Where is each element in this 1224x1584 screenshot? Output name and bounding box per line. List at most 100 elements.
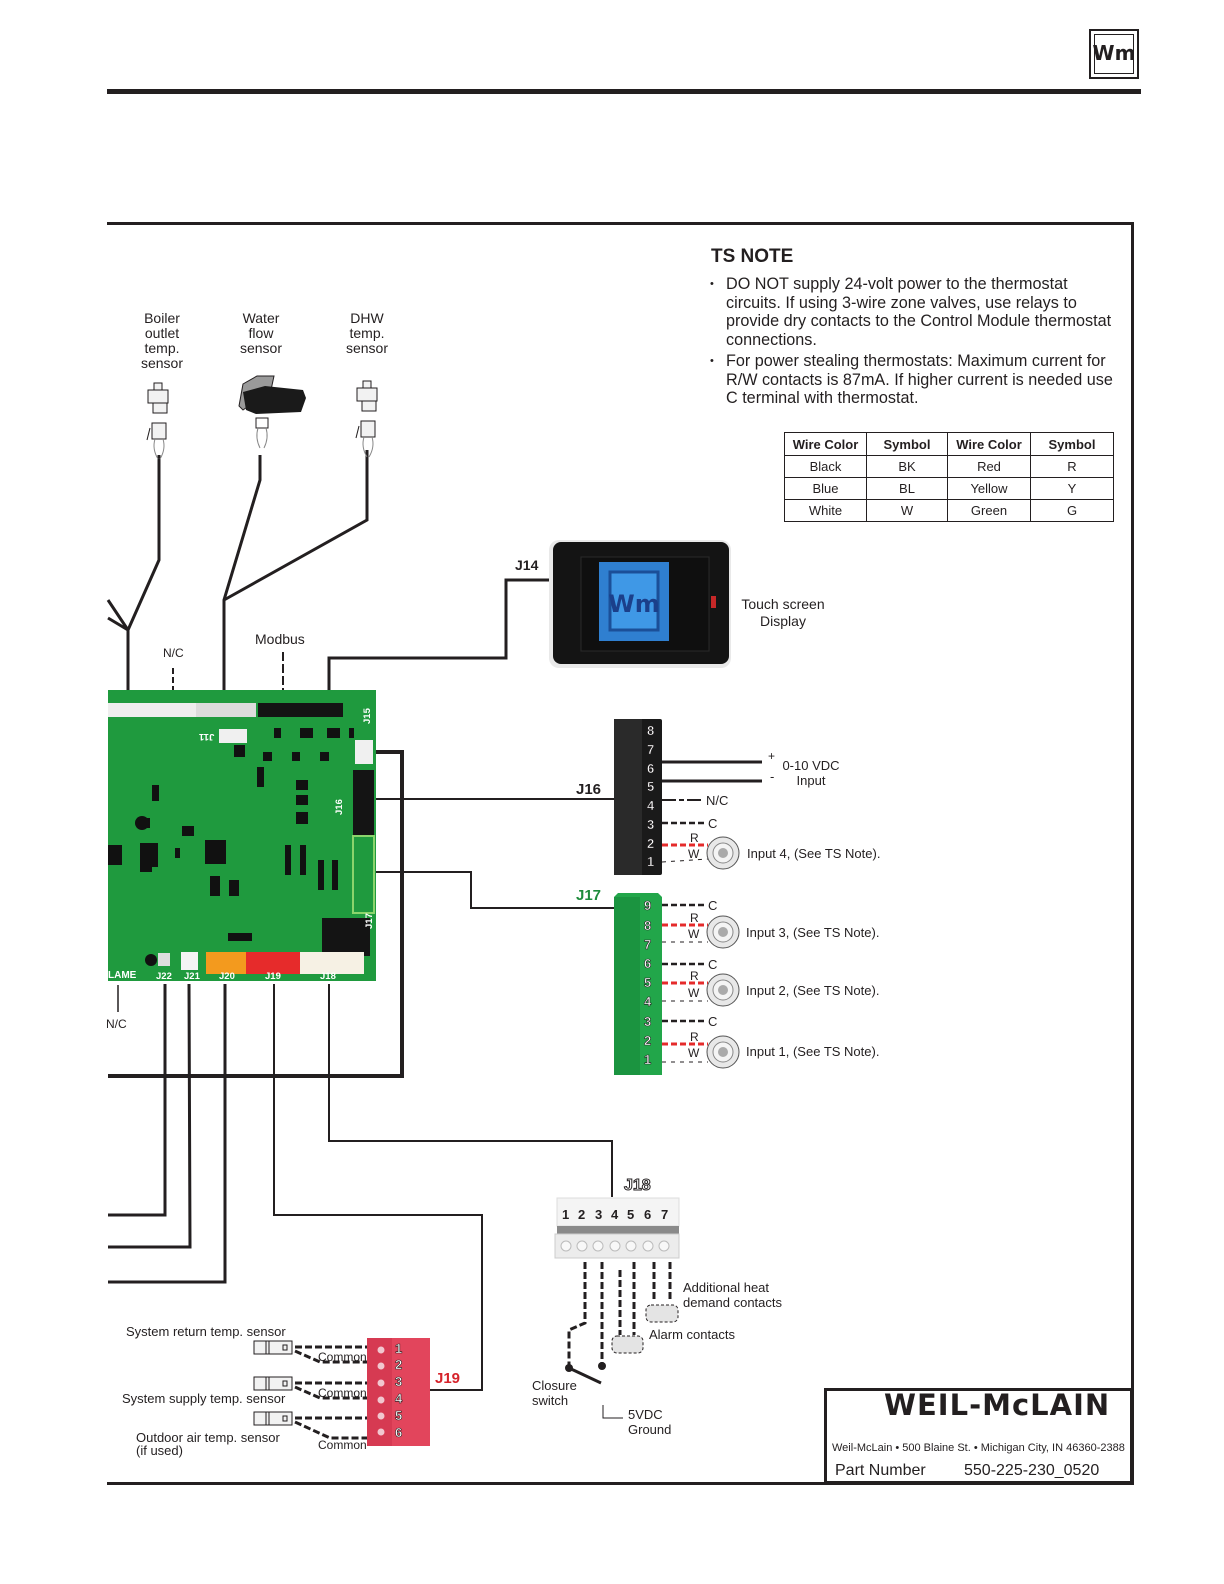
common-label: Common — [318, 1386, 367, 1400]
dhw-sensor-label: DHW temp. sensor — [335, 311, 399, 356]
thermostat-2-icon — [706, 973, 740, 1007]
pcb-label-j11: J11 — [199, 731, 215, 742]
table-row: Black BK Red R — [784, 455, 1114, 478]
j18-label: J18 — [624, 1177, 652, 1195]
ts-note-title: TS NOTE — [711, 246, 794, 267]
label-line: switch — [532, 1393, 569, 1408]
label-line: flow — [248, 325, 274, 341]
j16-w-label: W — [688, 847, 700, 861]
title-block — [824, 1388, 1133, 1484]
j18-pin: 7 — [661, 1207, 669, 1222]
table-cell: Blue — [784, 477, 867, 500]
table-cell: BL — [866, 477, 948, 500]
label-line: sensor — [239, 340, 283, 356]
label-line: Outdoor air temp. sensor — [136, 1430, 280, 1445]
pcb-label-flame: LAME — [108, 970, 137, 981]
table-cell: W — [866, 499, 948, 522]
modbus-label: Modbus — [255, 631, 305, 647]
input-3-label: Input 3, (See TS Note). — [746, 925, 880, 940]
pcb-label-j15: J15 — [362, 708, 373, 724]
ts-note-list: DO NOT supply 24-volt power to the therm… — [708, 275, 1118, 411]
input-2-label: Input 2, (See TS Note). — [746, 983, 880, 998]
table-cell: Red — [947, 455, 1031, 478]
j17-pin: 4 — [644, 994, 652, 1010]
ts-note-item: DO NOT supply 24-volt power to the therm… — [708, 275, 1118, 349]
j16-pin: 7 — [647, 742, 655, 758]
water-flow-sensor-label: Water flow sensor — [228, 311, 294, 356]
j19-label: J19 — [435, 1370, 461, 1387]
wm-logo-glyph: Wm — [1092, 41, 1136, 65]
label-line: Additional heat — [683, 1280, 770, 1295]
system-supply-sensor-label: System supply temp. sensor — [122, 1391, 286, 1406]
j16-pin: 3 — [647, 817, 655, 833]
j18-pin: 2 — [578, 1207, 586, 1222]
pcb-label-j22: J22 — [156, 971, 172, 982]
ground-label: 5VDC Ground — [628, 1407, 671, 1437]
j16-wires — [661, 760, 762, 863]
j17-w-label: W — [688, 927, 700, 941]
label-line: (if used) — [136, 1443, 183, 1458]
j18-pin: 5 — [627, 1207, 635, 1222]
label-line: sensor — [345, 340, 389, 356]
part-number-value: 550-225-230_0520 — [964, 1462, 1100, 1479]
board-top-ticks — [172, 652, 284, 690]
part-number-label: Part Number — [835, 1462, 926, 1479]
thermostat-3-icon — [706, 915, 740, 949]
label-line: Display — [760, 613, 806, 629]
j19-pin: 3 — [395, 1374, 403, 1390]
j16-pin: 8 — [647, 723, 655, 739]
company-address: Weil-McLain • 500 Blaine St. • Michigan … — [832, 1442, 1125, 1454]
dhw-sensor-icon — [355, 380, 378, 458]
vdc-plus-label: + — [768, 749, 776, 763]
j17-pin: 2 — [644, 1033, 652, 1049]
pcb-label-j19: J19 — [265, 971, 281, 982]
j17-c-label: C — [708, 1014, 718, 1029]
vdc-input-label: 0-10 VDC Input — [780, 758, 842, 788]
j17-pin: 6 — [644, 956, 652, 972]
j16-c-label: C — [708, 816, 718, 831]
j17-pin: 5 — [644, 975, 652, 991]
table-row: Blue BL Yellow Y — [784, 477, 1114, 500]
table-cell: R — [1030, 455, 1114, 478]
label-line: temp. — [349, 325, 385, 341]
j16-r-label: R — [690, 831, 699, 845]
weil-mclain-logo-icon: Wm — [1089, 29, 1139, 79]
table-header: Symbol — [1030, 432, 1114, 456]
j17-w-label: W — [688, 1046, 700, 1060]
j19-pin: 1 — [395, 1341, 403, 1357]
j17-pin: 7 — [644, 937, 652, 953]
j19-pin: 2 — [395, 1357, 403, 1373]
brand-name: WEIL-McLAIN — [884, 1388, 1111, 1422]
header-rule — [107, 89, 1141, 94]
j16-pin: 6 — [647, 761, 655, 777]
j16-pin: 2 — [647, 836, 655, 852]
j17-r-label: R — [690, 969, 699, 983]
j17-r-label: R — [690, 1030, 699, 1044]
diagram-frame — [107, 222, 1134, 1485]
pcb-label-j18: J18 — [320, 971, 336, 982]
j16-pin: 1 — [647, 854, 655, 870]
j18-terminal-block — [554, 1197, 680, 1259]
input-1-label: Input 1, (See TS Note). — [746, 1044, 880, 1059]
touch-screen-display-icon: Wm — [549, 540, 731, 668]
label-line: temp. — [144, 340, 180, 356]
label-line: 0-10 VDC — [782, 758, 840, 773]
j17-pin: 3 — [644, 1014, 652, 1030]
closure-switch-icon — [565, 1362, 623, 1419]
additional-heat-contacts-icon — [645, 1304, 679, 1323]
j17-r-label: R — [690, 911, 699, 925]
j17-c-label: C — [708, 957, 718, 972]
board-bottom-wires — [108, 983, 613, 1391]
label-line: DHW — [350, 310, 384, 326]
closure-switch-label: Closure switch — [532, 1378, 577, 1408]
input-4-label: Input 4, (See TS Note). — [747, 846, 881, 861]
thermostat-1-icon — [706, 1035, 740, 1069]
boiler-outlet-sensor-icon — [146, 382, 169, 460]
outdoor-air-sensor-label: Outdoor air temp. sensor (if used) — [136, 1431, 280, 1457]
j18-pin: 3 — [595, 1207, 603, 1222]
ts-note-item: For power stealing thermostats: Maximum … — [708, 352, 1118, 408]
table-cell: G — [1030, 499, 1114, 522]
j17-connector — [614, 893, 662, 1075]
j17-pin: 1 — [644, 1052, 652, 1068]
label-line: Touch screen — [741, 596, 825, 612]
